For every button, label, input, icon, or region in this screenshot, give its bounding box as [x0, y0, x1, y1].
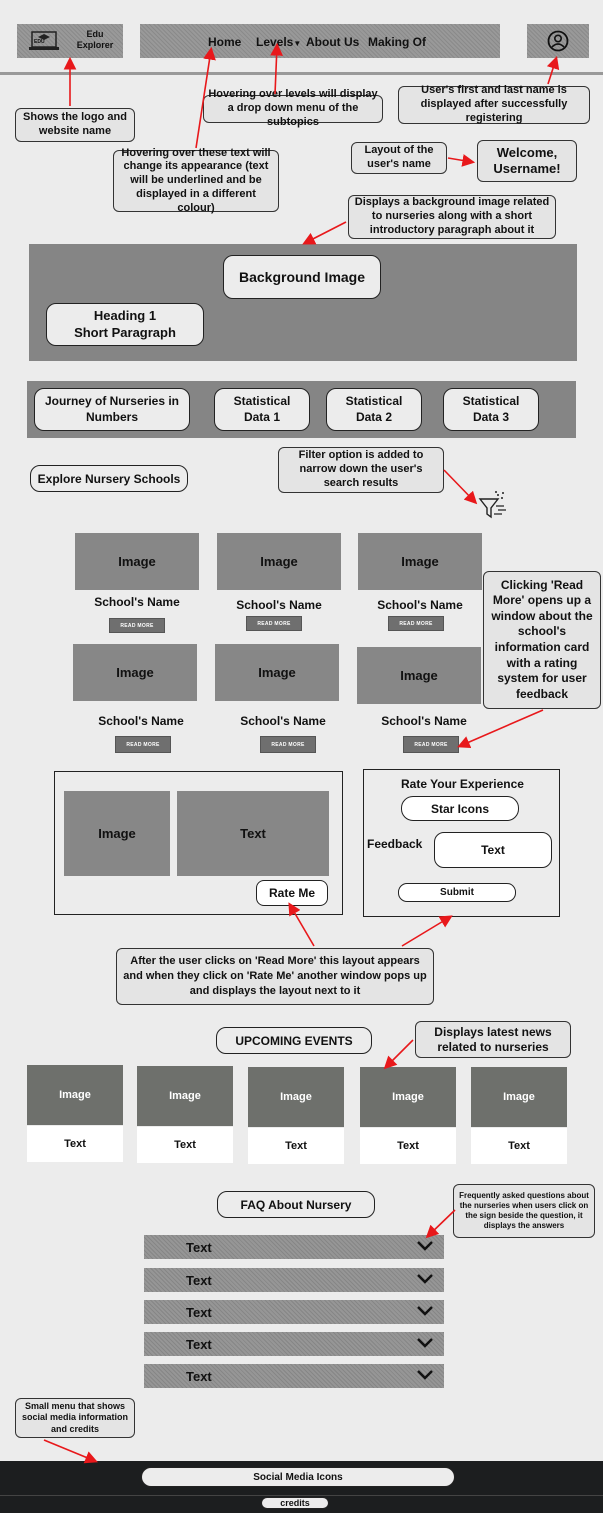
note-layout-name: Layout of the user's name [351, 142, 447, 174]
faq-item-3[interactable]: Text [144, 1300, 444, 1324]
star-icons[interactable]: Star Icons [401, 796, 519, 821]
school-image-1: Image [75, 533, 199, 590]
nav-making-of[interactable]: Making Of [368, 35, 427, 49]
note-after-click: After the user clicks on 'Read More' thi… [116, 948, 434, 1005]
nav-about[interactable]: About Us [306, 35, 360, 49]
event-text-1: Text [27, 1126, 123, 1162]
faq-question-5: Text [186, 1368, 212, 1384]
submit-button[interactable]: Submit [398, 883, 516, 902]
stats-section: Journey of Nurseries in Numbers Statisti… [27, 381, 576, 438]
logo-text: Edu Explorer [76, 29, 114, 51]
feedback-label: Feedback [367, 837, 423, 851]
rate-me-button[interactable]: Rate Me [256, 880, 328, 906]
filter-funnel-icon[interactable] [476, 490, 508, 522]
faq-item-5[interactable]: Text [144, 1364, 444, 1388]
event-text-3: Text [248, 1128, 344, 1164]
event-text-5: Text [471, 1128, 567, 1164]
rating-title: Rate Your Experience [401, 777, 524, 791]
nav-home[interactable]: Home [208, 35, 242, 49]
stat-data-1: Statistical Data 1 [214, 388, 310, 431]
user-box[interactable] [527, 24, 589, 58]
read-more-button-3[interactable]: READ MORE [388, 616, 444, 631]
school-image-3: Image [358, 533, 482, 590]
chevron-down-icon[interactable] [416, 1369, 434, 1384]
school-name-2: School's Name [236, 598, 322, 612]
faq-item-4[interactable]: Text [144, 1332, 444, 1356]
school-name-4: School's Name [98, 714, 184, 728]
read-more-button-2[interactable]: READ MORE [246, 616, 302, 631]
faq-question-4: Text [186, 1336, 212, 1352]
faq-item-2[interactable]: Text [144, 1268, 444, 1292]
event-image-3: Image [248, 1067, 344, 1127]
note-footer: Small menu that shows social media infor… [15, 1398, 135, 1438]
event-image-2: Image [137, 1066, 233, 1126]
event-text-4: Text [360, 1128, 456, 1164]
feedback-input[interactable]: Text [434, 832, 552, 868]
hero-heading: Heading 1 Short Paragraph [46, 303, 204, 346]
info-card-text: Text [177, 791, 329, 876]
caret-down-icon: ▼ [293, 39, 302, 48]
note-levels: Hovering over levels will display a drop… [203, 88, 383, 128]
school-image-5: Image [215, 644, 339, 701]
event-image-1: Image [27, 1065, 123, 1125]
school-name-1: School's Name [94, 595, 180, 609]
school-image-2: Image [217, 533, 341, 590]
school-image-4: Image [73, 644, 197, 701]
faq-question-3: Text [186, 1304, 212, 1320]
read-more-button-5[interactable]: READ MORE [260, 736, 316, 753]
social-media-icons[interactable]: Social Media Icons [141, 1467, 455, 1487]
read-more-button-1[interactable]: READ MORE [109, 618, 165, 633]
logo-box[interactable]: EDU Edu Explorer [17, 24, 123, 58]
faq-title: FAQ About Nursery [217, 1191, 375, 1218]
chevron-down-icon[interactable] [416, 1240, 434, 1255]
school-name-3: School's Name [377, 598, 463, 612]
school-image-6: Image [357, 647, 481, 704]
nav-levels[interactable]: Levels▼ [256, 35, 301, 49]
note-filter: Filter option is added to narrow down th… [278, 447, 444, 493]
footer-divider [0, 1495, 603, 1496]
nav-bar: Home Levels▼ About Us Making Of [140, 24, 500, 58]
note-logo: Shows the logo and website name [15, 108, 135, 142]
faq-item-1[interactable]: Text [144, 1235, 444, 1259]
chevron-down-icon[interactable] [416, 1273, 434, 1288]
info-card-image: Image [64, 791, 170, 876]
note-user: User's first and last name is displayed … [398, 84, 590, 124]
rating-card: Rate Your Experience Star Icons Feedback… [363, 769, 560, 917]
event-text-2: Text [137, 1127, 233, 1163]
school-name-6: School's Name [381, 714, 467, 728]
laptop-logo-icon [29, 30, 59, 52]
faq-question-2: Text [186, 1272, 212, 1288]
read-more-button-4[interactable]: READ MORE [115, 736, 171, 753]
note-read-more: Clicking 'Read More' opens up a window a… [483, 571, 601, 709]
footer: Social Media Icons credits [0, 1461, 603, 1513]
credits-link[interactable]: credits [261, 1497, 329, 1509]
note-hover-text: Hovering over these text will change its… [113, 147, 279, 214]
nav-levels-label: Levels [256, 35, 294, 49]
hero-section: Background Image Heading 1 Short Paragra… [29, 244, 577, 361]
header-divider [0, 72, 603, 75]
stat-data-3: Statistical Data 3 [443, 388, 539, 431]
note-faq: Frequently asked questions about the nur… [453, 1184, 595, 1238]
events-title: UPCOMING EVENTS [216, 1027, 372, 1054]
event-image-5: Image [471, 1067, 567, 1127]
read-more-button-6[interactable]: READ MORE [403, 736, 459, 753]
chevron-down-icon[interactable] [416, 1337, 434, 1352]
hero-background-image: Background Image [223, 255, 381, 299]
logo-badge: EDU [34, 39, 45, 45]
welcome-box: Welcome, Username! [477, 140, 577, 182]
note-background: Displays a background image related to n… [348, 195, 556, 239]
school-name-5: School's Name [240, 714, 326, 728]
user-circle-icon [547, 30, 569, 57]
note-news: Displays latest news related to nurserie… [415, 1021, 571, 1058]
chevron-down-icon[interactable] [416, 1305, 434, 1320]
stats-title: Journey of Nurseries in Numbers [34, 388, 190, 431]
faq-question-1: Text [186, 1239, 212, 1255]
stat-data-2: Statistical Data 2 [326, 388, 422, 431]
explore-title: Explore Nursery Schools [30, 465, 188, 492]
event-image-4: Image [360, 1067, 456, 1127]
info-card: Image Text Rate Me [54, 771, 343, 915]
